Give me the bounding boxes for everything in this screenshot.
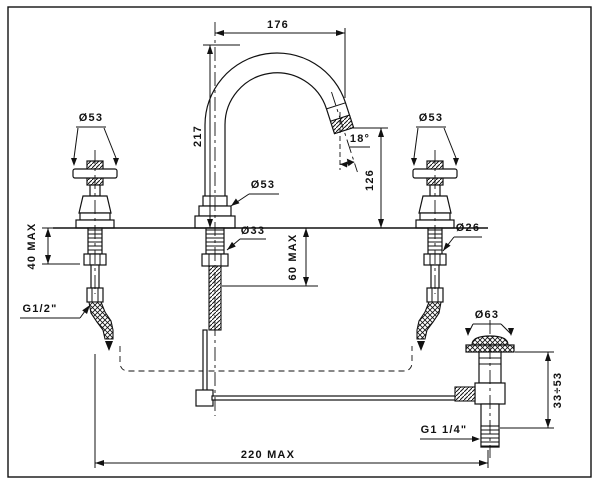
dim-waste-range: 33÷53 bbox=[500, 351, 564, 429]
arrowhead bbox=[465, 328, 471, 336]
dia-waste-flange: Ø63 bbox=[465, 309, 514, 336]
arrowhead bbox=[508, 328, 514, 336]
leader-line bbox=[103, 127, 117, 159]
dim-valve-deck-max: 40 MAX bbox=[26, 223, 80, 270]
arrowhead bbox=[113, 158, 119, 166]
leader-line bbox=[73, 127, 79, 159]
dim-label-spout-deck-max: 60 MAX bbox=[287, 234, 299, 281]
label-waste-thread: G1 1/4" bbox=[420, 424, 480, 442]
right-valve bbox=[412, 160, 458, 351]
right-supply-arrow-icon bbox=[417, 341, 425, 351]
spout-joint-line bbox=[326, 102, 346, 110]
dia-label-spout-base: Ø53 bbox=[251, 179, 275, 191]
leader-line bbox=[413, 127, 419, 159]
dim-hole-spacing: 220 MAX bbox=[94, 354, 489, 468]
arrowhead bbox=[95, 460, 104, 466]
dia-label-valve-shank: Ø26 bbox=[456, 222, 480, 234]
arrowhead bbox=[346, 158, 355, 167]
dim-label-waste-range: 33÷53 bbox=[552, 372, 564, 409]
left-hose-coupling bbox=[86, 287, 104, 303]
arrowhead bbox=[215, 30, 224, 36]
arrowhead bbox=[45, 228, 51, 237]
arrowhead bbox=[303, 228, 309, 237]
dim-spout-height: 217 bbox=[192, 44, 240, 228]
dia-label-handle-right: Ø53 bbox=[419, 112, 443, 124]
arrowhead bbox=[443, 242, 451, 251]
arrowhead bbox=[479, 460, 488, 466]
arrowhead bbox=[545, 352, 551, 361]
dia-spout-base: Ø53 bbox=[230, 179, 279, 207]
label-waste-thread-text: G1 1/4" bbox=[421, 424, 468, 436]
dim-label-hole-spacing: 220 MAX bbox=[241, 449, 295, 461]
left-supply-hose bbox=[88, 301, 114, 340]
popup-rod-horizontal bbox=[211, 395, 458, 401]
arrowhead bbox=[303, 277, 309, 286]
label-supply-thread-text: G1/2" bbox=[22, 303, 57, 315]
dim-outlet-height: 126 bbox=[350, 127, 388, 228]
arrowhead bbox=[82, 305, 90, 314]
dim-label-spout-angle: 18° bbox=[350, 133, 370, 145]
arrowhead bbox=[207, 219, 213, 228]
arrowhead bbox=[336, 30, 345, 36]
right-supply-hose bbox=[416, 301, 442, 340]
dim-spout-deck-max: 60 MAX bbox=[222, 228, 318, 287]
dia-valve-shank: Ø26 bbox=[442, 222, 482, 252]
arrowhead bbox=[453, 158, 459, 166]
dim-label-spout-reach: 176 bbox=[267, 19, 289, 31]
arrowhead bbox=[207, 45, 213, 54]
dia-label-handle-left: Ø53 bbox=[79, 112, 103, 124]
right-hose-coupling bbox=[426, 287, 444, 303]
dia-handle-left: Ø53 bbox=[71, 112, 119, 166]
label-supply-thread: G1/2" bbox=[20, 303, 90, 319]
arrowhead bbox=[227, 241, 236, 250]
dia-label-spout-shank: Ø33 bbox=[241, 225, 265, 237]
arrowhead bbox=[472, 436, 480, 442]
dim-label-outlet-height: 126 bbox=[364, 169, 376, 191]
arrowhead bbox=[411, 158, 417, 166]
left-supply-arrow-icon bbox=[105, 341, 113, 351]
spout-tip-axis bbox=[331, 91, 358, 173]
arrowhead bbox=[71, 158, 77, 166]
leader-line bbox=[443, 127, 457, 159]
dim-label-valve-deck-max: 40 MAX bbox=[26, 223, 38, 270]
arrowhead bbox=[378, 219, 384, 228]
dim-spout-angle: 18° bbox=[339, 133, 370, 168]
dim-spout-reach: 176 bbox=[215, 19, 346, 98]
supply-routing-dashes bbox=[119, 346, 413, 372]
arrowhead bbox=[231, 198, 240, 206]
dia-spout-shank: Ø33 bbox=[226, 225, 266, 251]
popup-rod-vertical bbox=[202, 329, 208, 393]
popup-rod-coupling bbox=[195, 389, 214, 407]
arrowhead bbox=[378, 128, 384, 137]
centerlines bbox=[94, 22, 491, 458]
arrowhead bbox=[545, 419, 551, 428]
arrowhead bbox=[340, 161, 348, 168]
leader-line bbox=[500, 323, 512, 335]
dia-handle-right: Ø53 bbox=[411, 112, 459, 166]
arrowhead bbox=[45, 255, 51, 264]
drain-knob bbox=[454, 386, 476, 402]
dim-label-spout-height: 217 bbox=[192, 125, 204, 147]
dia-label-waste-flange: Ø63 bbox=[475, 309, 499, 321]
